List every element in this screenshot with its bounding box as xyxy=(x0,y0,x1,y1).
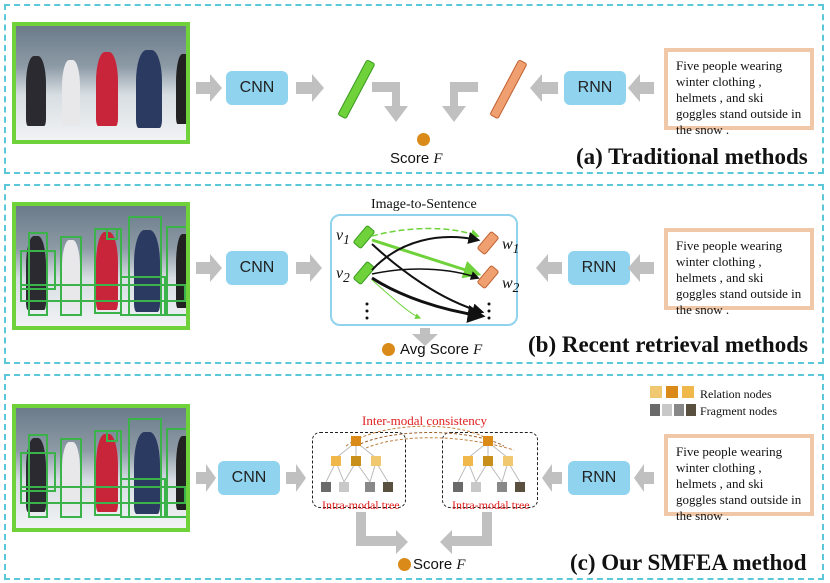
sentence-box-a: Five people wearing winter clothing , he… xyxy=(664,48,814,137)
image-tree-box xyxy=(312,432,406,508)
flow-arrows-b xyxy=(196,254,654,346)
caption-a: (a) Traditional methods xyxy=(576,144,808,169)
text-tree-box xyxy=(442,432,538,508)
text-feature-a xyxy=(490,59,527,119)
matching-box xyxy=(330,214,518,326)
v2-label: v2 xyxy=(336,265,350,286)
w2-label: w2 xyxy=(502,275,520,296)
score-label-c: Score F xyxy=(413,556,466,573)
flow-arrows-a xyxy=(196,74,654,122)
w1-node xyxy=(477,231,499,255)
rnn-module-b: RNN xyxy=(568,251,630,285)
panel-a xyxy=(4,4,824,174)
flow-arrows-c xyxy=(196,464,654,554)
snow-photo-b xyxy=(12,202,190,330)
intra-modal-label-text: Intra-modal tree xyxy=(452,498,530,512)
vertical-ellipsis xyxy=(365,302,491,320)
v1-node xyxy=(353,225,375,249)
v2-node xyxy=(353,261,375,285)
caption-b: (b) Recent retrieval methods xyxy=(528,332,808,357)
score-label-a: Score F xyxy=(390,150,443,167)
cnn-module-b: CNN xyxy=(226,251,288,285)
v1-label: v1 xyxy=(336,227,350,248)
snow-photo-c xyxy=(12,404,190,532)
caption-c: (c) Our SMFEA method xyxy=(570,550,807,575)
legend-relation-label: Relation nodes xyxy=(700,387,772,401)
inter-modal-label: Inter-modal consistency xyxy=(362,413,488,428)
legend-relation-swatches xyxy=(650,386,694,398)
sentence-box-b: Five people wearing winter clothing , he… xyxy=(664,228,814,317)
w2-node xyxy=(477,265,499,289)
score-label-b: Avg Score F xyxy=(400,341,483,358)
image-feature-a xyxy=(338,59,375,119)
image-tree xyxy=(321,436,393,492)
score-dot-a xyxy=(417,133,430,146)
snow-photo-a xyxy=(12,22,190,144)
rnn-module-a: RNN xyxy=(564,71,626,105)
cnn-module-c: CNN xyxy=(218,461,280,495)
rnn-module-c: RNN xyxy=(568,461,630,495)
intra-modal-label-image: Intra-modal tree xyxy=(322,498,400,512)
cnn-module-a: CNN xyxy=(226,71,288,105)
sentence-box-c: Five people wearing winter clothing , he… xyxy=(664,434,814,523)
score-dot-b xyxy=(382,343,395,356)
legend-fragment-label: Fragment nodes xyxy=(700,404,777,418)
legend-fragment-swatches xyxy=(650,404,696,416)
image-to-sentence-title: Image-to-Sentence xyxy=(371,197,477,212)
w1-label: w1 xyxy=(502,236,520,257)
panel-c xyxy=(4,374,824,580)
text-tree xyxy=(453,436,525,492)
alignment-edges xyxy=(371,227,486,323)
panel-b xyxy=(4,184,824,364)
score-dot-c xyxy=(398,558,411,571)
